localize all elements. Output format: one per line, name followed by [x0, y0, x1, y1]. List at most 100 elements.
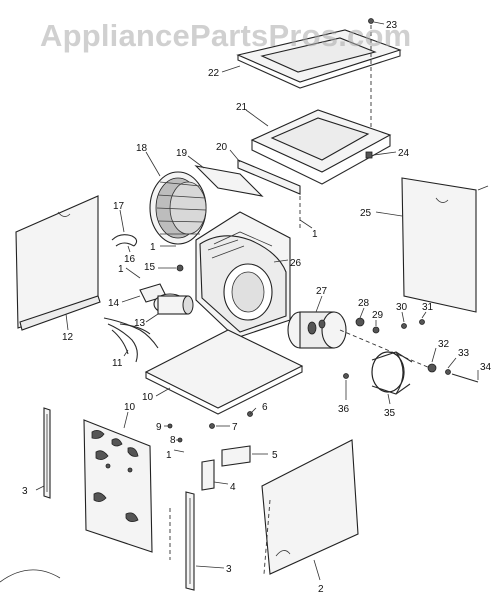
part-label-35: 34 [480, 362, 492, 373]
callout-6: 6 [249, 402, 268, 415]
callout-31: 30 [396, 302, 408, 323]
nut-part-30 [372, 326, 380, 334]
callout-1-top: 1 [299, 219, 318, 240]
part-label-6: 6 [262, 402, 268, 413]
callout-37: 36 [338, 380, 350, 415]
air-deflector-part-20 [194, 165, 264, 197]
screw-part-7 [209, 423, 215, 429]
part-label-25: 24 [398, 148, 410, 159]
part-label-7: 7 [232, 422, 238, 433]
part-label-37: 36 [338, 404, 350, 415]
part-label-1-top: 1 [312, 229, 318, 240]
callout-2: 2 [313, 559, 324, 595]
callout-3-left: 3 [22, 485, 45, 497]
screw-part-37 [343, 373, 349, 379]
part-label-1-mid: 1 [150, 242, 156, 253]
part-label-2: 2 [318, 584, 324, 595]
motor-part-28 [287, 311, 431, 369]
callout-8: 8 [170, 435, 178, 446]
grommet-part-33 [427, 363, 437, 373]
side-panel-part-26 [401, 177, 489, 313]
part-label-14: 13 [134, 318, 146, 329]
part-label-15: 14 [108, 298, 120, 309]
wiring-harness-part-12 [103, 317, 159, 363]
callout-28: 27 [315, 286, 328, 313]
callout-35: 34 [477, 362, 492, 380]
part-label-3-left: 3 [22, 486, 28, 497]
part-label-29: 28 [358, 298, 370, 309]
part-label-36: 35 [384, 408, 396, 419]
part-label-5: 5 [272, 450, 278, 461]
callout-3-bottom: 3 [195, 564, 232, 575]
callout-29: 28 [358, 298, 370, 319]
bracket-part-4 [201, 459, 215, 491]
part-label-3-bottom: 3 [226, 564, 232, 575]
callout-1-left: 1 [118, 264, 141, 279]
part-label-20: 19 [176, 148, 188, 159]
callout-5: 5 [252, 450, 278, 461]
front-panel-part-10 [83, 419, 153, 553]
callout-12: 11 [112, 349, 129, 369]
callout-9: 9 [156, 422, 168, 433]
filter-rack-part-22 [250, 109, 392, 185]
part-label-11: 10 [142, 392, 154, 403]
callout-22: 21 [236, 102, 269, 127]
door-panel-part-2 [261, 439, 359, 575]
callout-23: 22 [208, 65, 241, 79]
callout-26: 25 [360, 208, 403, 219]
part-label-27: 26 [290, 258, 302, 269]
part-label-32: 31 [422, 302, 434, 313]
screw-part-24 [368, 18, 374, 140]
callout-7: 7 [216, 422, 238, 433]
part-label-26: 25 [360, 208, 372, 219]
part-label-10: 10 [124, 402, 136, 413]
part-label-31: 30 [396, 302, 408, 313]
part-label-23: 22 [208, 68, 220, 79]
part-label-1-left: 1 [118, 264, 124, 275]
callout-20: 19 [176, 148, 205, 169]
callout-16: 15 [144, 262, 176, 273]
part-label-30: 29 [372, 310, 384, 321]
screw-part-31 [401, 323, 407, 329]
callout-14: 13 [134, 313, 159, 329]
part-label-28: 27 [316, 286, 328, 297]
part-label-16: 15 [144, 262, 156, 273]
callout-24: 23 [373, 20, 398, 31]
callout-34: 33 [447, 348, 470, 369]
base-panel-part-11 [144, 329, 304, 415]
callout-19: 18 [136, 143, 161, 177]
part-label-22: 21 [236, 102, 248, 113]
corner-strip-part-3a [43, 407, 51, 499]
callout-17: 16 [124, 254, 136, 265]
blower-wheel-part-19 [149, 171, 207, 245]
callout-25: 24 [373, 148, 410, 159]
bracket-part-21 [229, 149, 301, 195]
part-label-1-bottom: 1 [166, 450, 172, 461]
callout-21: 20 [216, 142, 228, 153]
callout-13: 12 [62, 313, 74, 343]
part-label-12: 11 [112, 358, 123, 369]
side-panel-part-13 [15, 195, 101, 331]
part-label-21: 20 [216, 142, 228, 153]
part-label-13: 12 [62, 332, 74, 343]
callout-4: 4 [213, 481, 236, 493]
watermark-text: AppliancePartsPros.com [40, 18, 412, 53]
blower-housing-part-27 [195, 211, 291, 339]
bracket-part-16 [176, 264, 184, 272]
callout-36: 35 [384, 393, 396, 419]
corner-strip-part-3b [185, 491, 195, 591]
washer-part-29 [355, 317, 365, 327]
wire-clip-part-18 [111, 234, 138, 247]
washer-part-34 [445, 369, 451, 375]
callout-11: 10 [142, 387, 171, 403]
bolt-part-35 [451, 373, 479, 383]
callout-1-mid: 1 [150, 242, 176, 253]
part-label-18: 17 [113, 201, 125, 212]
callout-33: 32 [431, 339, 450, 363]
part-label-9: 9 [156, 422, 162, 433]
top-panel-part-23 [236, 29, 402, 89]
part-label-34: 33 [458, 348, 470, 359]
callout-10: 10 [123, 402, 136, 429]
part-label-8: 8 [170, 435, 176, 446]
